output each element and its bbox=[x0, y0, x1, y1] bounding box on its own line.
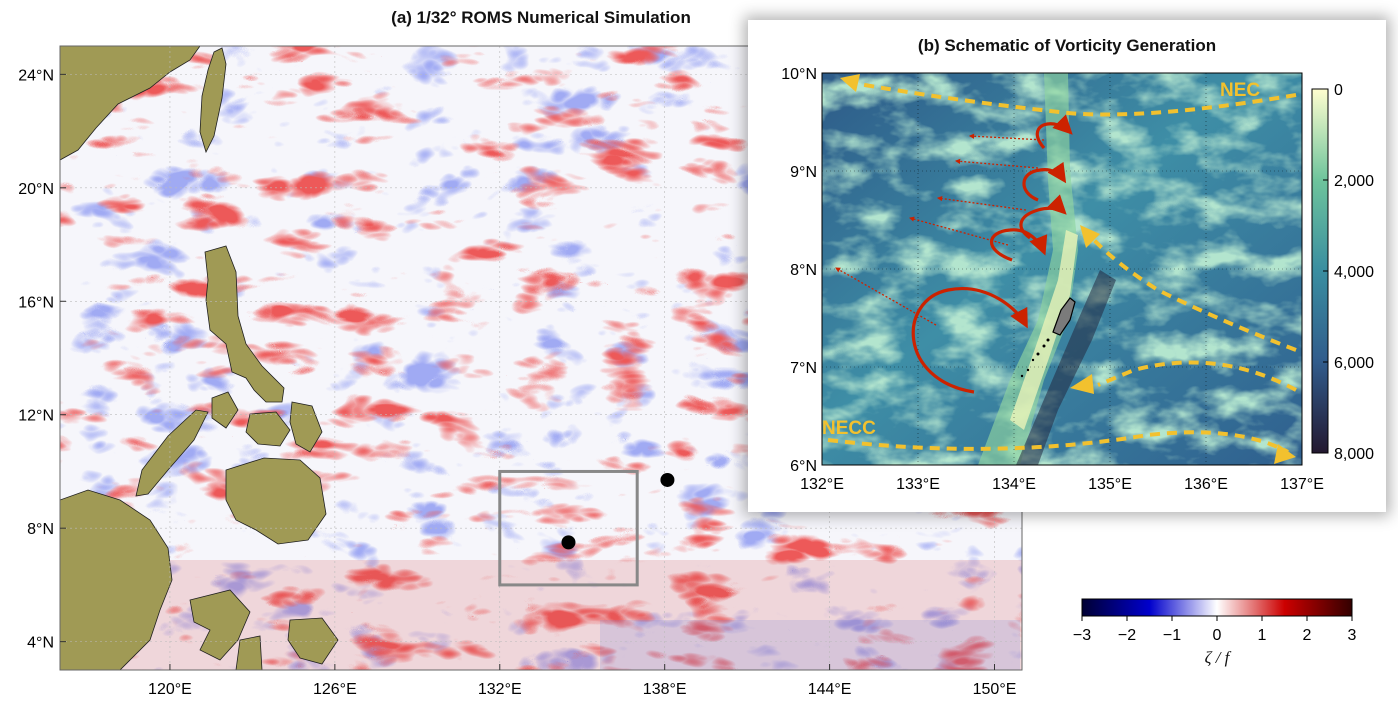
x-tick-label: 136°E bbox=[1184, 476, 1228, 493]
bathymetry-field bbox=[822, 73, 1302, 465]
nec-label: NEC bbox=[1220, 80, 1260, 101]
x-tick-label: 126°E bbox=[313, 681, 357, 698]
necc-label: NECC bbox=[822, 418, 876, 439]
colorbar-tick-label: 4,000 bbox=[1334, 264, 1374, 281]
colorbar-tick-label: 3 bbox=[1348, 627, 1357, 644]
propagation-arrows bbox=[835, 133, 1045, 326]
panel-b: (b) Schematic of Vorticity Generation bbox=[748, 20, 1386, 512]
y-tick-label: 6°N bbox=[790, 458, 817, 475]
current-arrows bbox=[827, 80, 1297, 454]
colorbar-tick-label: 2 bbox=[1303, 627, 1312, 644]
y-tick-label: 10°N bbox=[781, 66, 817, 83]
current-arrow-heads bbox=[840, 74, 1296, 464]
panel-b-chart: NEC NECC 132°E 133°E 134°E 135°E 136°E 137°E 6… bbox=[781, 66, 1374, 493]
colorbar-a-label: ζ / f bbox=[1204, 648, 1230, 667]
x-tick-label: 150°E bbox=[973, 681, 1017, 698]
x-tick-label: 138°E bbox=[643, 681, 687, 698]
panel-a-ticks: 120°E 126°E 132°E 138°E 144°E 150°E 4°N 8°N 12°N… bbox=[18, 67, 1016, 698]
vorticity-colorbar: −3 −2 −1 0 1 2 3 bbox=[1073, 598, 1357, 644]
y-tick-label: 16°N bbox=[18, 294, 54, 311]
y-tick-label: 8°N bbox=[27, 521, 54, 538]
y-tick-label: 7°N bbox=[790, 360, 817, 377]
x-tick-label: 120°E bbox=[148, 681, 192, 698]
eddy-arrows bbox=[911, 114, 1073, 394]
y-tick-label: 8°N bbox=[790, 262, 817, 279]
y-tick-label: 9°N bbox=[790, 164, 817, 181]
x-tick-label: 144°E bbox=[808, 681, 852, 698]
y-tick-label: 24°N bbox=[18, 67, 54, 84]
colorbar-tick-label: −1 bbox=[1163, 627, 1181, 644]
x-tick-label: 132°E bbox=[800, 476, 844, 493]
colorbar-tick-label: 1 bbox=[1258, 627, 1267, 644]
y-tick-label: 20°N bbox=[18, 181, 54, 198]
colorbar-tick-label: 2,000 bbox=[1334, 173, 1374, 190]
x-tick-label: 133°E bbox=[896, 476, 940, 493]
colorbar-tick-label: −3 bbox=[1073, 627, 1091, 644]
x-tick-label: 135°E bbox=[1088, 476, 1132, 493]
land-masses bbox=[60, 46, 339, 670]
depth-colorbar: 0 2,000 4,000 6,000 8,000 bbox=[1311, 82, 1374, 463]
colorbar-tick-label: 0 bbox=[1334, 82, 1343, 99]
panel-b-title: (b) Schematic of Vorticity Generation bbox=[917, 36, 1217, 55]
island-markers bbox=[561, 472, 675, 550]
inset-box bbox=[498, 469, 639, 587]
island-marker bbox=[561, 535, 576, 550]
colorbar-tick-label: −2 bbox=[1118, 627, 1136, 644]
x-tick-label: 132°E bbox=[478, 681, 522, 698]
y-tick-label: 12°N bbox=[18, 408, 54, 425]
colorbar-tick-label: 6,000 bbox=[1334, 355, 1374, 372]
panel-a-title: (a) 1/32° ROMS Numerical Simulation bbox=[391, 8, 691, 27]
island-marker bbox=[660, 472, 675, 487]
y-tick-label: 4°N bbox=[27, 635, 54, 652]
colorbar-tick-label: 8,000 bbox=[1334, 446, 1374, 463]
panel-b-ticks: 132°E 133°E 134°E 135°E 136°E 137°E 6°N 7°N 8°N 9… bbox=[781, 66, 1324, 493]
x-tick-label: 137°E bbox=[1280, 476, 1324, 493]
x-tick-label: 134°E bbox=[992, 476, 1036, 493]
colorbar-tick-label: 0 bbox=[1213, 627, 1222, 644]
